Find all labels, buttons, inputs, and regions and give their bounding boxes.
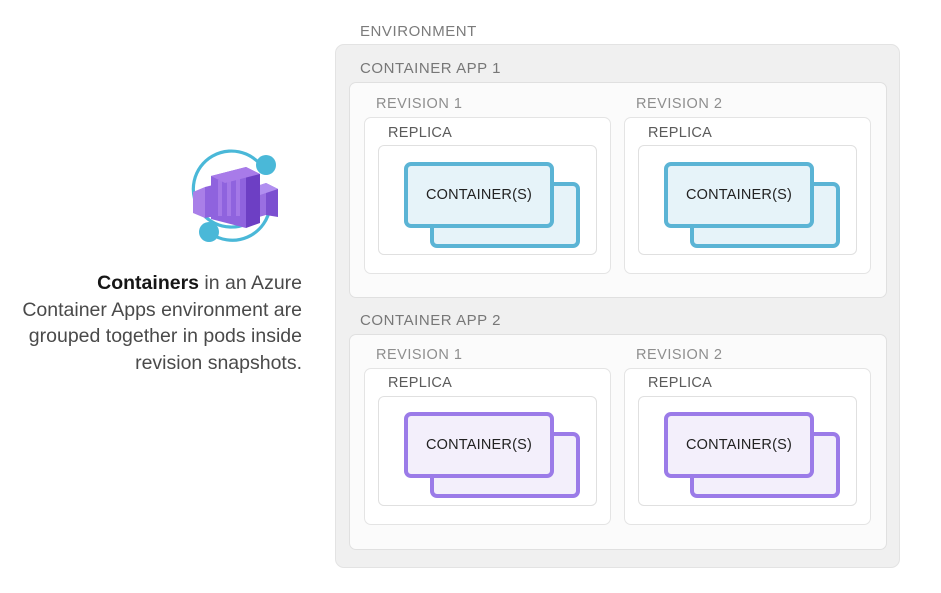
container-card-label: CONTAINER(S)	[685, 437, 793, 453]
app1-revision-1-replica-label: REPLICA	[388, 125, 453, 141]
container-card-label: CONTAINER(S)	[685, 187, 793, 203]
container-card-front: CONTAINER(S)	[404, 162, 554, 228]
app2-revision-2-container-stack: CONTAINER(S)	[664, 412, 840, 498]
caption-text: Containers in an Azure Container Apps en…	[8, 270, 302, 376]
container-card-front: CONTAINER(S)	[664, 412, 814, 478]
container-card-front: CONTAINER(S)	[404, 412, 554, 478]
app2-revision-1-label: REVISION 1	[376, 347, 463, 363]
app1-revision-1-label: REVISION 1	[376, 96, 463, 112]
app1-revision-2-container-stack: CONTAINER(S)	[664, 162, 840, 248]
environment-label: ENVIRONMENT	[360, 23, 477, 40]
explanation-panel: Containers in an Azure Container Apps en…	[0, 0, 320, 593]
app1-revision-2-replica-label: REPLICA	[648, 125, 713, 141]
caption-bold-lead: Containers	[97, 272, 200, 294]
caption-rest: in an Azure Container Apps environment a…	[22, 272, 302, 374]
app1-revision-1-container-stack: CONTAINER(S)	[404, 162, 580, 248]
app2-revision-2-label: REVISION 2	[636, 347, 723, 363]
container-card-label: CONTAINER(S)	[425, 437, 533, 453]
app2-revision-2-replica-label: REPLICA	[648, 375, 713, 391]
container-app-1-label: CONTAINER APP 1	[360, 60, 502, 77]
container-app-2-label: CONTAINER APP 2	[360, 312, 502, 329]
app2-revision-1-replica-label: REPLICA	[388, 375, 453, 391]
container-card-front: CONTAINER(S)	[664, 162, 814, 228]
container-card-label: CONTAINER(S)	[425, 187, 533, 203]
app1-revision-2-label: REVISION 2	[636, 96, 723, 112]
app2-revision-1-container-stack: CONTAINER(S)	[404, 412, 580, 498]
azure-container-apps-logo	[180, 145, 290, 250]
